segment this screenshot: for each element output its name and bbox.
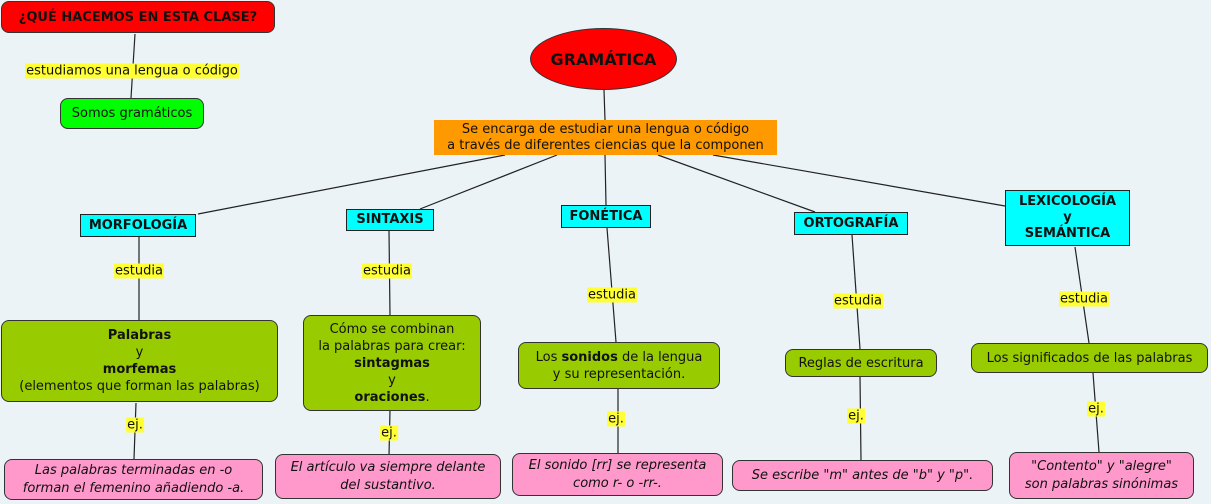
fonetica-content-line1-bold: sonidos <box>561 349 618 365</box>
ortografia-example-label: ej. <box>847 408 865 424</box>
morfologia-content-line3: morfemas <box>102 362 177 377</box>
branch-ortografia-label: ORTOGRAFÍA <box>803 215 899 231</box>
root-title: GRAMÁTICA <box>550 49 657 69</box>
morfologia-example-line2: forman el femenino añadiendo -a. <box>22 480 245 496</box>
definition-line2: a través de diferentes ciencias que la c… <box>447 137 764 153</box>
question-title-node[interactable]: ¿QUÉ HACEMOS EN ESTA CLASE? <box>1 1 275 33</box>
branch-sintaxis[interactable]: SINTAXIS <box>346 209 434 231</box>
ortografia-example-node[interactable]: Se escribe "m" antes de "b" y "p". <box>732 460 993 491</box>
connector-definition-lexicologia <box>712 154 1006 207</box>
question-title: ¿QUÉ HACEMOS EN ESTA CLASE? <box>18 9 258 25</box>
sintaxis-example-node[interactable]: El artículo va siempre delante del susta… <box>275 454 501 499</box>
fonetica-content-node[interactable]: Los sonidos de la lengua y su representa… <box>518 342 720 389</box>
sintaxis-example-label: ej. <box>380 425 398 441</box>
fonetica-study-label: estudia <box>587 287 637 303</box>
lexicologia-example-line1: "Contento" y "alegre" <box>1031 458 1172 474</box>
connector-definition-fonetica <box>604 154 607 206</box>
definition-node[interactable]: Se encarga de estudiar una lengua o códi… <box>434 120 777 155</box>
lexicologia-study-label: estudia <box>1059 291 1109 307</box>
branch-lexicologia-label-line3: SEMÁNTICA <box>1024 226 1111 241</box>
fonetica-example-label: ej. <box>607 411 625 427</box>
sintaxis-example-line2: del sustantivo. <box>340 477 436 493</box>
sintaxis-content-line3: sintagmas <box>354 355 430 371</box>
morfologia-content-line4: (elementos que forman las palabras) <box>19 379 260 394</box>
morfologia-example-label: ej. <box>126 417 144 433</box>
definition-line1: Se encarga de estudiar una lengua o códi… <box>461 121 750 137</box>
branch-fonetica[interactable]: FONÉTICA <box>561 205 651 228</box>
morfologia-content-node[interactable]: Palabras y morfemas (elementos que forma… <box>1 320 278 402</box>
root-node[interactable]: GRAMÁTICA <box>530 28 677 90</box>
connector-definition-morfologia <box>197 154 506 215</box>
fonetica-example-node[interactable]: El sonido [rr] se representa como r- o -… <box>512 453 723 496</box>
sintaxis-content-line1: Cómo se combinan <box>329 321 455 337</box>
sintaxis-content-line5: oraciones <box>354 389 426 405</box>
branch-lexicologia-label-line1: LEXICOLOGÍA <box>1018 194 1117 209</box>
ortografia-content-line1: Reglas de escritura <box>798 355 924 371</box>
ortografia-content-node[interactable]: Reglas de escritura <box>785 349 937 377</box>
connector-definition-sintaxis <box>419 154 558 210</box>
connector-fonetica-content <box>606 227 617 343</box>
connector-definition-ortografia <box>657 154 816 213</box>
branch-morfologia-label: MORFOLOGÍA <box>88 217 188 233</box>
fonetica-content-line1-wrap: Los sonidos de la lengua <box>536 349 703 366</box>
fonetica-content-line2: y su representación. <box>552 366 686 382</box>
fonetica-content-line1-post: de la lengua <box>617 349 703 365</box>
lexicologia-content-line1: Los significados de las palabras <box>986 350 1193 366</box>
branch-sintaxis-label: SINTAXIS <box>356 212 424 227</box>
lexicologia-example-line2: son palabras sinónimas <box>1024 476 1179 492</box>
sintaxis-content-line4: y <box>388 372 396 388</box>
fonetica-content-line1-pre: Los <box>535 349 562 365</box>
ortografia-example-line1: Se escribe "m" antes de "b" y "p". <box>751 467 974 483</box>
sintaxis-content-line5-wrap: oraciones. <box>354 389 429 406</box>
morfologia-example-line1: Las palabras terminadas en -o <box>34 462 233 478</box>
sintaxis-content-line2: la palabras para crear: <box>318 338 466 354</box>
answer-text: Somos gramáticos <box>71 106 193 121</box>
sintaxis-example-line1: El artículo va siempre delante <box>290 459 486 475</box>
lexicologia-example-label: ej. <box>1087 401 1105 417</box>
ortografia-study-label: estudia <box>833 293 883 309</box>
lexicologia-content-node[interactable]: Los significados de las palabras <box>971 343 1208 373</box>
question-link-label: estudiamos una lengua o código <box>25 63 239 79</box>
sintaxis-study-label: estudia <box>362 263 412 279</box>
branch-lexicologia-semantica[interactable]: LEXICOLOGÍA y SEMÁNTICA <box>1005 190 1130 246</box>
sintaxis-content-node[interactable]: Cómo se combinan la palabras para crear:… <box>303 315 481 411</box>
morfologia-content-line2: y <box>135 345 144 360</box>
lexicologia-example-node[interactable]: "Contento" y "alegre" son palabras sinón… <box>1009 452 1194 499</box>
branch-morfologia[interactable]: MORFOLOGÍA <box>80 214 196 237</box>
morfologia-example-node[interactable]: Las palabras terminadas en -o forman el … <box>4 459 263 500</box>
branch-ortografia[interactable]: ORTOGRAFÍA <box>794 212 908 235</box>
branch-lexicologia-label-line2: y <box>1063 210 1072 225</box>
fonetica-example-line1: El sonido [rr] se representa <box>528 457 707 473</box>
morfologia-study-label: estudia <box>114 263 164 279</box>
branch-fonetica-label: FONÉTICA <box>569 208 643 224</box>
answer-node[interactable]: Somos gramáticos <box>60 98 204 129</box>
morfologia-content-line1: Palabras <box>107 328 172 343</box>
sintaxis-content-line5-suffix: . <box>425 389 430 405</box>
connector-root-definition <box>603 89 606 121</box>
fonetica-example-line2: como r- o -rr-. <box>573 475 662 491</box>
connector-ortografia-content <box>851 234 861 350</box>
